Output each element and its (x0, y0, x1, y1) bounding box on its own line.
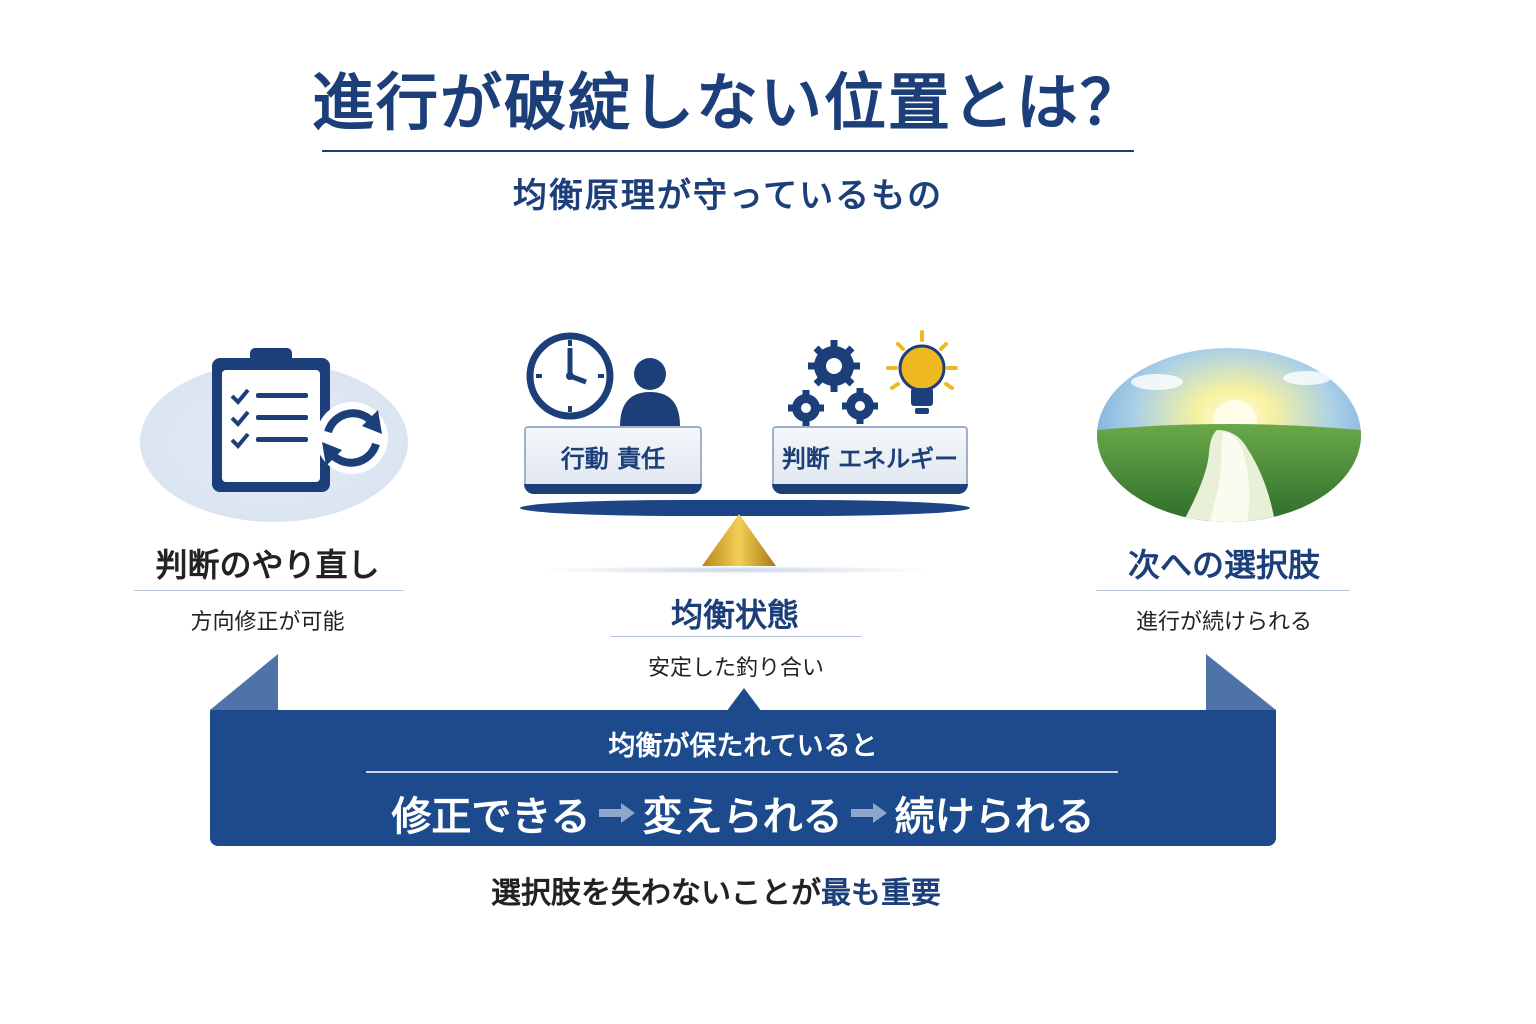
left-pan-label: 行動 責任 (524, 426, 702, 484)
flow-step-3: 続けられる (894, 794, 1095, 840)
left-connector (210, 654, 280, 714)
arrow-right-icon (850, 803, 887, 823)
gears-icon (788, 340, 878, 426)
fulcrum-triangle-icon (694, 510, 784, 570)
clock-icon (526, 332, 680, 426)
banner-heading: 均衡が保たれていると (608, 731, 878, 762)
page-subtitle: 均衡原理が守っているもの (512, 176, 944, 216)
footer-note-prefix: 選択肢を失わないことが (491, 876, 821, 911)
right-caption: 進行が続けられる (1135, 610, 1312, 635)
fulcrum-shadow (535, 566, 935, 574)
flow-step-2: 変えられる (642, 794, 843, 840)
right-pan: 判断 エネルギー (772, 426, 968, 494)
sunrise-road-icon (1097, 348, 1361, 522)
lightbulb-icon (886, 330, 958, 414)
flow-step-1: 修正できる (391, 794, 591, 840)
right-title: 次への選択肢 (1127, 546, 1320, 584)
center-connector (724, 686, 764, 712)
gears-lightbulb-icon-group (784, 328, 974, 426)
footer-note-highlight: 最も重要 (821, 876, 941, 911)
balance-beam (520, 500, 970, 516)
clock-person-icon-group (524, 330, 694, 426)
summary-banner (210, 710, 1276, 846)
left-title: 判断のやり直し (155, 546, 380, 584)
center-divider (610, 636, 862, 637)
page-title: 進行が破綻しない位置とは？ (311, 66, 1144, 139)
right-divider (1096, 590, 1350, 591)
footer-note: 選択肢を失わないことが最も重要 (0, 868, 1432, 912)
center-caption: 安定した釣り合い (647, 656, 824, 681)
center-title: 均衡状態 (670, 596, 799, 634)
clipboard-refresh-icon (200, 346, 400, 496)
left-caption: 方向修正が可能 (190, 610, 345, 635)
right-pan-base (772, 484, 968, 494)
left-pan: 行動 責任 (524, 426, 702, 494)
title-divider (322, 150, 1134, 152)
flow-steps: 修正できる 変えられる 続けられる (210, 784, 1276, 842)
right-connector (1206, 654, 1276, 714)
banner-divider (366, 771, 1118, 773)
left-pan-base (524, 484, 702, 494)
arrow-right-icon (598, 803, 635, 823)
right-pan-label: 判断 エネルギー (772, 426, 968, 484)
left-divider (134, 590, 404, 591)
